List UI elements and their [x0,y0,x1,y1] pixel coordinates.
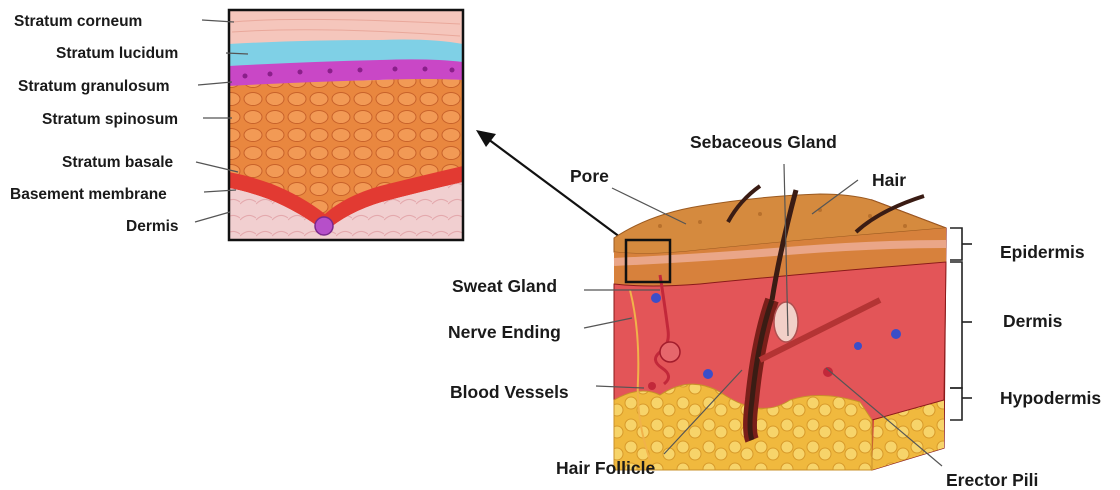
blood-vessels-label: Blood Vessels [450,382,569,402]
erector-pili-label: Erector Pili [946,470,1038,490]
inset-dermis-label: Dermis [126,218,179,235]
sweat-gland-label: Sweat Gland [452,276,557,296]
hair-label: Hair [872,170,906,190]
layer-brackets [950,228,972,420]
dermis-bracket [950,262,962,388]
hypodermis-label: Hypodermis [1000,388,1101,408]
epidermis-bracket [950,228,962,260]
stratum-spinosum-label: Stratum spinosum [42,111,178,128]
dermis-label: Dermis [1003,311,1063,331]
sebaceous-gland-label: Sebaceous Gland [690,132,837,152]
pore-label: Pore [570,166,609,186]
stratum-granulosum-label: Stratum granulosum [18,78,170,95]
stratum-corneum-label: Stratum corneum [14,13,142,30]
stratum-basale-label: Stratum basale [62,154,174,171]
hair-follicle-label: Hair Follicle [556,458,655,478]
epidermis-label: Epidermis [1000,242,1085,262]
epidermis-inset [229,10,463,240]
stratum-lucidum-label: Stratum lucidum [56,45,178,62]
inset-labels: Stratum corneum Stratum lucidum Stratum … [10,13,179,235]
nerve-ending-label: Nerve Ending [448,322,561,342]
hypodermis-bracket [950,388,962,420]
basement-membrane-label: Basement membrane [10,186,167,203]
zoom-arrow [476,130,628,243]
